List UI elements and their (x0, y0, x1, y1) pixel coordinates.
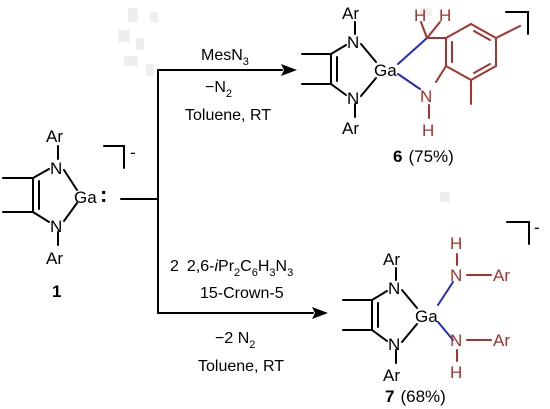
reactant-aryl-bottom: Ar (46, 249, 63, 268)
p7-amide1-n: N (450, 266, 462, 285)
p6-ch2-h2: H (439, 6, 451, 25)
p7-charge-bracket (506, 221, 530, 245)
p7-charge: - (534, 218, 540, 237)
p6-ch2-h1: H (414, 6, 426, 25)
p7-ga-n2-bond (437, 321, 454, 341)
p6-ga-ch2-bond (397, 37, 428, 65)
p7-aryl-top: Ar (383, 250, 400, 269)
upper-conditions-text: Toluene, RT (185, 107, 271, 124)
p6-label: 6(75%) (393, 147, 454, 166)
p6-ga-n-bond (397, 73, 421, 90)
branch-arrows (120, 64, 328, 319)
p6-aryl-top: Ar (342, 4, 359, 23)
p7-amide2-n: N (450, 331, 462, 350)
p6-charge-bracket (505, 11, 529, 35)
reactant-n-top: N (50, 159, 62, 178)
p7-n-top: N (388, 279, 400, 298)
p7-amide2-h: H (450, 363, 462, 382)
reactant-lone-pair: : (100, 182, 107, 207)
p6-n-bottom: N (347, 89, 359, 108)
p6-aryl-bottom: Ar (342, 119, 359, 138)
product-6: Ar N Ga N Ar H H N H 6(75%) (301, 4, 529, 166)
p6-amide-h: H (422, 121, 434, 140)
p6-ga: Ga (374, 61, 397, 80)
reactant-ga: Ga (74, 188, 97, 207)
reactant-label: 1 (52, 282, 61, 301)
p7-aryl-bottom: Ar (383, 366, 400, 385)
reactant-charge-bracket (103, 145, 125, 169)
upper-conditions: MesN3 −N2 Toluene, RT (185, 47, 271, 124)
p7-amide2-ar: Ar (493, 331, 510, 350)
upper-byproduct: −N2 (205, 79, 232, 100)
lower-additive: 15-Crown-5 (200, 285, 284, 302)
p7-amide1-h: H (450, 234, 462, 253)
p6-amide-n: N (420, 87, 432, 106)
lower-conditions-text: Toluene, RT (198, 358, 284, 375)
p7-ga: Ga (415, 307, 438, 326)
p7-n-bottom: N (388, 335, 400, 354)
p7-ga-n1-bond (437, 281, 454, 306)
p7-amide1-ar: Ar (493, 266, 510, 285)
reactant-charge: - (130, 143, 136, 162)
product-7: Ar N Ga N Ar H N Ar N Ar H - 7(68%) (342, 218, 540, 406)
reactant-1: Ar N Ga : N Ar - 1 (2, 127, 136, 301)
background-artifacts (118, 8, 450, 202)
p6-n-top: N (347, 33, 359, 52)
upper-reagent: MesN3 (201, 47, 249, 68)
reactant-n-bottom: N (50, 217, 62, 236)
p7-label: 7(68%) (385, 387, 446, 406)
reactant-aryl-top: Ar (46, 127, 63, 146)
lower-byproduct: −2 N2 (215, 330, 255, 351)
